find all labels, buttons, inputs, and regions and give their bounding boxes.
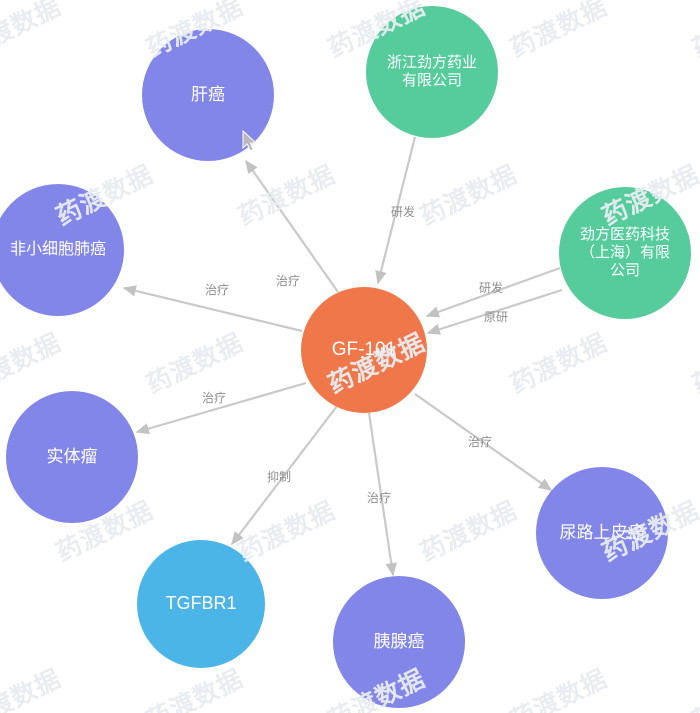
graph-node-label: 尿路上皮癌 (559, 522, 645, 542)
graph-node-nsclc[interactable]: 非小细胞肺癌 (0, 184, 124, 316)
edge-label: 治疗 (468, 435, 493, 449)
graph-edge (414, 393, 553, 491)
graph-node-urothelial-carcinoma[interactable]: 尿路上皮癌 (536, 467, 668, 599)
graph-node-liver-cancer[interactable]: 肝癌 (142, 29, 274, 161)
graph-node-zhejiang-jinfang[interactable]: 浙江劲方药业 有限公司 (366, 6, 498, 138)
graph-edge (245, 159, 339, 293)
graph-edge (375, 136, 417, 285)
graph-edge (367, 412, 397, 577)
edge-label: 治疗 (202, 391, 227, 405)
graph-node-label: 实体瘤 (46, 446, 98, 466)
graph-node-gf101[interactable]: GF-101 (301, 287, 427, 413)
edge-label: 治疗 (276, 274, 301, 288)
graph-edge (135, 381, 307, 435)
graph-node-label: 浙江劲方药业 有限公司 (386, 53, 477, 89)
graph-node-label: GF-101 (331, 339, 397, 361)
graph-node-tgfbr1[interactable]: TGFBR1 (137, 540, 265, 668)
edge-label: 原研 (484, 310, 509, 324)
graph-node-pancreatic-cancer[interactable]: 胰腺癌 (333, 576, 465, 708)
graph-edge (425, 266, 561, 318)
edge-label: 治疗 (205, 283, 230, 297)
graph-node-label: 非小细胞肺癌 (9, 241, 106, 259)
graph-node-jinfang-shanghai[interactable]: 劲方医药科技 （上海）有限 公司 (559, 187, 691, 319)
graph-node-solid-tumor[interactable]: 实体瘤 (6, 391, 138, 523)
graph-node-label: 劲方医药科技 （上海）有限 公司 (579, 225, 670, 280)
graph-node-label: TGFBR1 (165, 593, 237, 614)
edge-label: 研发 (391, 205, 416, 219)
graph-edge (231, 405, 338, 546)
edge-label: 治疗 (367, 491, 392, 505)
edge-label: 研发 (479, 281, 504, 295)
graph-edge (122, 285, 303, 333)
graph-node-label: 肝癌 (191, 84, 225, 104)
graph-node-label: 胰腺癌 (373, 631, 425, 651)
edge-label: 抑制 (267, 470, 292, 484)
graph-edge (426, 288, 563, 335)
